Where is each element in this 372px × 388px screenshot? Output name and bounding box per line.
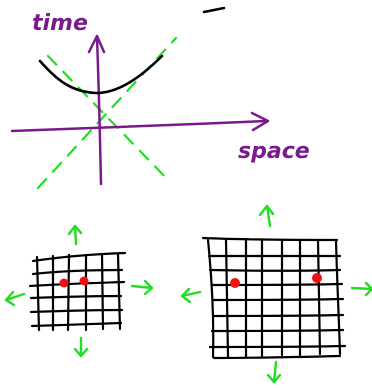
spacetime-diagram: time space: [10, 11, 310, 190]
space-axis-arrowhead: [250, 111, 270, 132]
arrow-right-small: [130, 279, 154, 296]
hyperbola-curve: [38, 54, 164, 95]
arrow-up-small: [67, 224, 83, 246]
time-axis: [95, 36, 103, 186]
galaxy-dot-3: [230, 278, 240, 288]
time-axis-label: time: [32, 11, 88, 36]
galaxy-dot-1: [59, 278, 69, 288]
small-grid-group: [4, 224, 154, 358]
arrow-left-small: [4, 290, 26, 307]
arrow-up-large: [258, 204, 275, 228]
galaxy-dot-2: [79, 276, 89, 286]
large-grid: [201, 236, 347, 360]
small-grid-arrows: [4, 224, 154, 358]
arrow-down-large: [266, 360, 282, 384]
arrow-down-small: [73, 336, 89, 358]
arrow-right-large: [350, 281, 372, 297]
space-axis: [10, 119, 268, 133]
large-grid-group: [180, 204, 372, 384]
space-axis-label: space: [238, 139, 310, 164]
light-cone-line-2: [46, 54, 172, 184]
arrow-left-large: [180, 287, 202, 304]
small-grid: [28, 251, 127, 332]
stray-mark: [202, 6, 226, 14]
time-axis-arrowhead: [87, 34, 106, 54]
light-cone-line-1: [36, 36, 178, 190]
galaxy-dot-4: [312, 273, 322, 283]
large-grid-arrows: [180, 204, 372, 384]
